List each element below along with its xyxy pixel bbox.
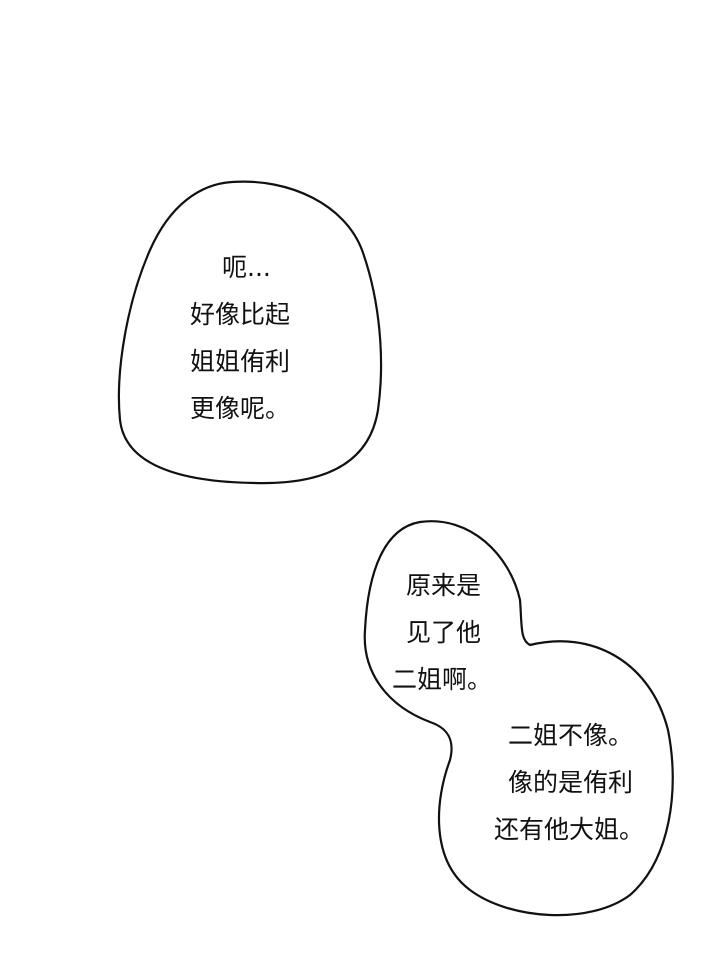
bubble-line: 原来是 [406,571,482,600]
speech-bubble-1-text: 呃... 好像比起 姐姐侑利 更像呢。 [190,244,290,432]
bubble-line: 二姐不像。 [508,721,634,750]
bubble-line: 像的是侑利 [508,768,634,797]
bubble-line: 好像比起 [190,300,291,329]
bubble-line: 还有他大姐。 [494,815,645,844]
bubble-line: 二姐啊。 [392,665,493,694]
bubble-line: 见了他 [406,618,482,647]
bubble-line: 更像呢。 [190,394,291,423]
speech-bubble-3-text: 二姐不像。 像的是侑利 还有他大姐。 [494,712,644,853]
bubble-line: 呃... [222,253,271,282]
speech-bubble-1 [117,180,383,485]
speech-bubble-2-text: 原来是 见了他 二姐啊。 [392,562,492,703]
bubble-line: 姐姐侑利 [190,347,291,376]
speech-bubble-2-3 [363,520,674,917]
